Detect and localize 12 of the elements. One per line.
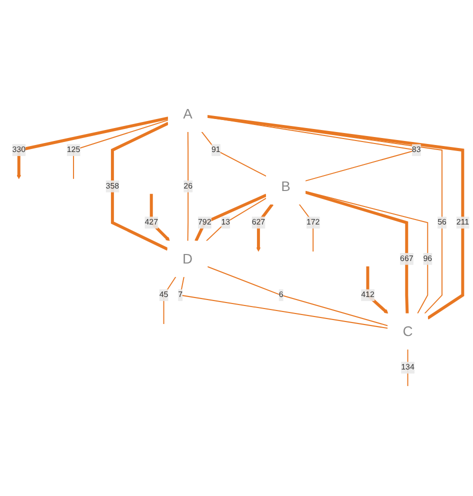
connector [194, 193, 267, 242]
connector [110, 121, 169, 250]
connector [163, 276, 176, 324]
connector [187, 130, 189, 242]
arrow [150, 193, 170, 241]
connector [73, 119, 169, 179]
connector [298, 203, 314, 252]
connector [180, 276, 388, 328]
connector [201, 130, 267, 176]
connector [407, 348, 408, 386]
connector [206, 197, 267, 242]
arrow [16, 116, 169, 179]
